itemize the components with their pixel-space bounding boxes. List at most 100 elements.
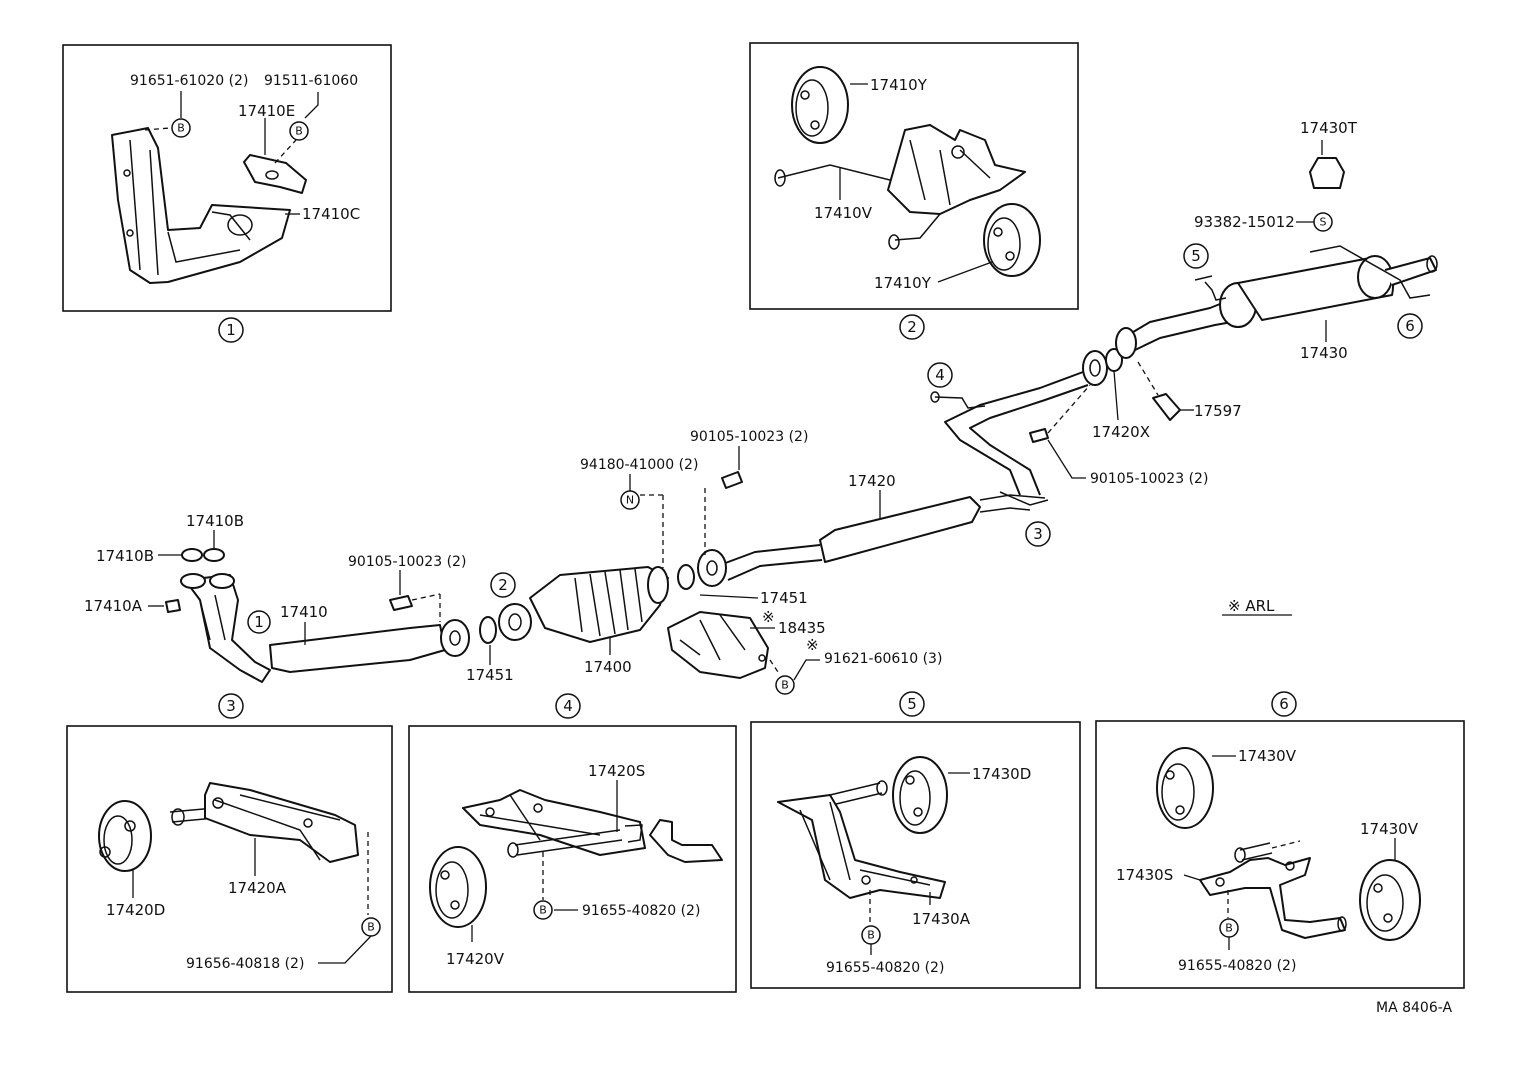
label-17420: 17420: [848, 472, 896, 490]
bracket-17430a: [777, 794, 946, 899]
detail-box-4: 17420S 17420V B 91655-40820 (2): [408, 725, 737, 993]
label-17420d: 17420D: [106, 901, 165, 919]
front-pipe-manifold-end: [184, 574, 271, 683]
screw-s-letter: S: [1320, 216, 1327, 229]
front-pipe-17410: [269, 624, 446, 673]
heat-bolt-b-letter: B: [781, 679, 789, 692]
bracket-17410e: [243, 154, 307, 194]
main-section-2-number: 2: [498, 576, 508, 594]
nut-n-letter: N: [626, 494, 634, 507]
cushion-17430v-top: [1156, 747, 1214, 829]
box3-bolt-b-letter: B: [367, 921, 375, 934]
label-17420a: 17420A: [228, 879, 287, 897]
section-2-marker: [899, 314, 925, 340]
drawing-code: MA 8406-A: [1376, 1000, 1452, 1016]
center-pipe-17420: [819, 496, 981, 563]
label-17410b-top: 17410B: [186, 512, 244, 530]
main-section-5-number: 5: [1191, 247, 1201, 265]
hanger-cushion-top: [791, 66, 849, 144]
nut-b-letter: B: [295, 125, 303, 138]
gasket-17451-right: [677, 564, 695, 590]
label-91655-40820-box6: 91655-40820 (2): [1178, 958, 1296, 974]
detail-box-6: 17430V 17430S 17430V B 91655-40820 (2): [1095, 720, 1465, 989]
section-1-marker: [218, 317, 244, 343]
section-5-marker: [899, 691, 925, 717]
clamp-17597: [1152, 393, 1181, 421]
bolt-90105-front: [389, 595, 413, 611]
main-section-5-marker: [1183, 243, 1209, 269]
bolt-90105-converter: [721, 471, 743, 489]
label-17400: 17400: [584, 658, 632, 676]
box5-bolt-b-letter: B: [867, 929, 875, 942]
main-section-3-number: 3: [1033, 525, 1043, 543]
gasket-17410b-top: [203, 548, 225, 562]
label-17420v: 17420V: [446, 950, 505, 968]
bolt-b-marker: [171, 118, 191, 138]
label-18435: 18435: [778, 619, 826, 637]
heat-bolt-note-mark: ※: [806, 636, 819, 654]
section-4-marker: [555, 693, 581, 719]
front-pipe-section-1-number: 1: [254, 613, 264, 631]
cushion-17420v: [429, 846, 487, 928]
detail-box-4-frame: [408, 725, 737, 993]
section-2-number: 2: [907, 318, 917, 336]
gasket-17451-left: [479, 616, 497, 644]
label-91655-40820-box5: 91655-40820 (2): [826, 960, 944, 976]
hanger-stay-rod: [777, 164, 906, 191]
detail-box-1-frame: [62, 44, 392, 312]
nut-b-marker: [289, 121, 309, 141]
label-17420s: 17420S: [588, 762, 645, 780]
label-91656-40818: 91656-40818 (2): [186, 956, 304, 972]
main-section-6-number: 6: [1405, 317, 1415, 335]
label-17430a: 17430A: [912, 910, 971, 928]
main-section-4-marker: [927, 362, 953, 388]
label-90105-10023-converter: 90105-10023 (2): [690, 429, 808, 445]
heat-insulator-18435: [667, 611, 769, 679]
bracket-17420a: [204, 782, 359, 863]
arl-note: ※ ARL: [1228, 597, 1275, 615]
hanger-bracket: [887, 124, 1026, 215]
tail-pipe-inlet: [1127, 301, 1226, 336]
section-3-marker: [218, 693, 244, 719]
section-1-number: 1: [226, 321, 236, 339]
label-17410b-left: 17410B: [96, 547, 154, 565]
main-section-3-marker: [1025, 521, 1051, 547]
flange-17420x-left: [1082, 350, 1108, 386]
tail-pipe-outlet: [1384, 257, 1437, 286]
main-section-4-number: 4: [935, 366, 945, 384]
section-4-number: 4: [563, 697, 573, 715]
label-90105-10023-center: 90105-10023 (2): [1090, 471, 1208, 487]
detail-box-1: B B 91651-61020 (2) 91511-61060 17410E 1…: [62, 44, 392, 312]
box6-bolt-b-letter: B: [1225, 922, 1233, 935]
heat-bolt-b-marker: [775, 675, 795, 695]
bracket-17430s: [1199, 857, 1346, 939]
label-17410v: 17410V: [814, 204, 873, 222]
bolt-90105-center: [1029, 428, 1049, 443]
cushion-17430v-right: [1359, 859, 1421, 941]
gasket-17410b-left: [181, 548, 203, 562]
label-17410: 17410: [280, 603, 328, 621]
label-17410e: 17410E: [238, 102, 295, 120]
label-17430s: 17430S: [1116, 866, 1173, 884]
label-17420x: 17420X: [1092, 423, 1150, 441]
section-6-marker: [1271, 691, 1297, 717]
cushion-17430d: [892, 756, 948, 834]
label-91621-60610: 91621-60610 (3): [824, 651, 942, 667]
detail-box-3-frame: [66, 725, 393, 993]
main-section-2-marker: [490, 572, 516, 598]
section-3-number: 3: [226, 697, 236, 715]
label-17451-right: 17451: [760, 589, 808, 607]
label-17430: 17430: [1300, 344, 1348, 362]
label-17430d: 17430D: [972, 765, 1031, 783]
label-17451-left: 17451: [466, 666, 514, 684]
heat-insulator-note-mark: ※: [762, 608, 775, 626]
label-17430t: 17430T: [1300, 119, 1358, 137]
nut-17410a: [165, 599, 181, 613]
label-91511-61060: 91511-61060: [264, 73, 358, 89]
label-17410y-bottom: 17410Y: [874, 274, 932, 292]
label-17430v-right: 17430V: [1360, 820, 1419, 838]
front-pipe-section-1-marker: [247, 610, 271, 634]
main-section-6-marker: [1397, 313, 1423, 339]
bracket-17420s: [462, 789, 646, 856]
